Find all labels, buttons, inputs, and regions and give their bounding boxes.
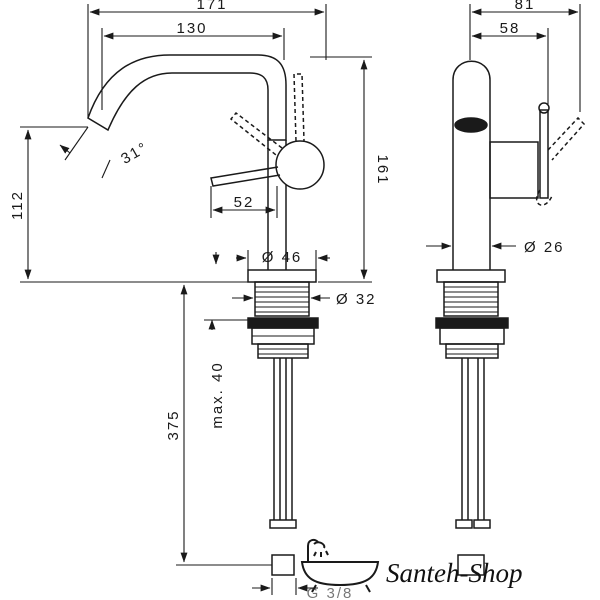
dim-dia-46: Ø 46 [262, 249, 303, 266]
front-hoses [273, 358, 293, 520]
watermark: Santeh-Shop [300, 538, 522, 593]
dim-81: 81 [515, 0, 536, 13]
side-handle-cartridge [489, 141, 539, 199]
front-lower-thread [257, 343, 309, 359]
side-lever [539, 109, 549, 199]
dim-dia-26: Ø 26 [524, 239, 565, 256]
side-body [452, 60, 491, 270]
side-nut [439, 327, 505, 345]
dimension-lines [20, 4, 581, 595]
dim-171: 171 [196, 0, 227, 13]
front-lever-alt-up [293, 73, 305, 142]
front-lever [210, 166, 281, 187]
dim-dia-32: Ø 32 [336, 291, 377, 308]
side-washer [435, 317, 509, 329]
front-base-flange [247, 269, 317, 283]
front-lever-alt-left [229, 111, 283, 156]
side-spout-outlet [454, 117, 488, 133]
bathtub-shower-icon [300, 538, 380, 593]
side-lever-alt [535, 116, 586, 206]
front-handle-hub [275, 140, 325, 190]
dim-max-40: max. 40 [209, 361, 226, 428]
dim-angle: 31° [118, 139, 151, 168]
dim-130: 130 [176, 20, 207, 37]
dim-thread: G 3/8 [307, 585, 354, 600]
front-thread [254, 281, 310, 317]
side-base-flange [436, 269, 506, 283]
dim-161: 161 [374, 154, 391, 185]
front-hose-ends [269, 519, 297, 529]
dim-112: 112 [9, 190, 26, 220]
dim-58: 58 [500, 20, 521, 37]
side-view [435, 60, 586, 576]
front-view [87, 54, 325, 576]
side-hoses [461, 358, 485, 520]
watermark-text: Santeh-Shop [386, 558, 522, 588]
front-spout [87, 54, 287, 141]
front-thread-lines [255, 286, 309, 313]
front-washer [247, 317, 319, 329]
dim-52: 52 [234, 194, 255, 211]
dim-375: 375 [165, 409, 182, 440]
side-thread [443, 281, 499, 317]
